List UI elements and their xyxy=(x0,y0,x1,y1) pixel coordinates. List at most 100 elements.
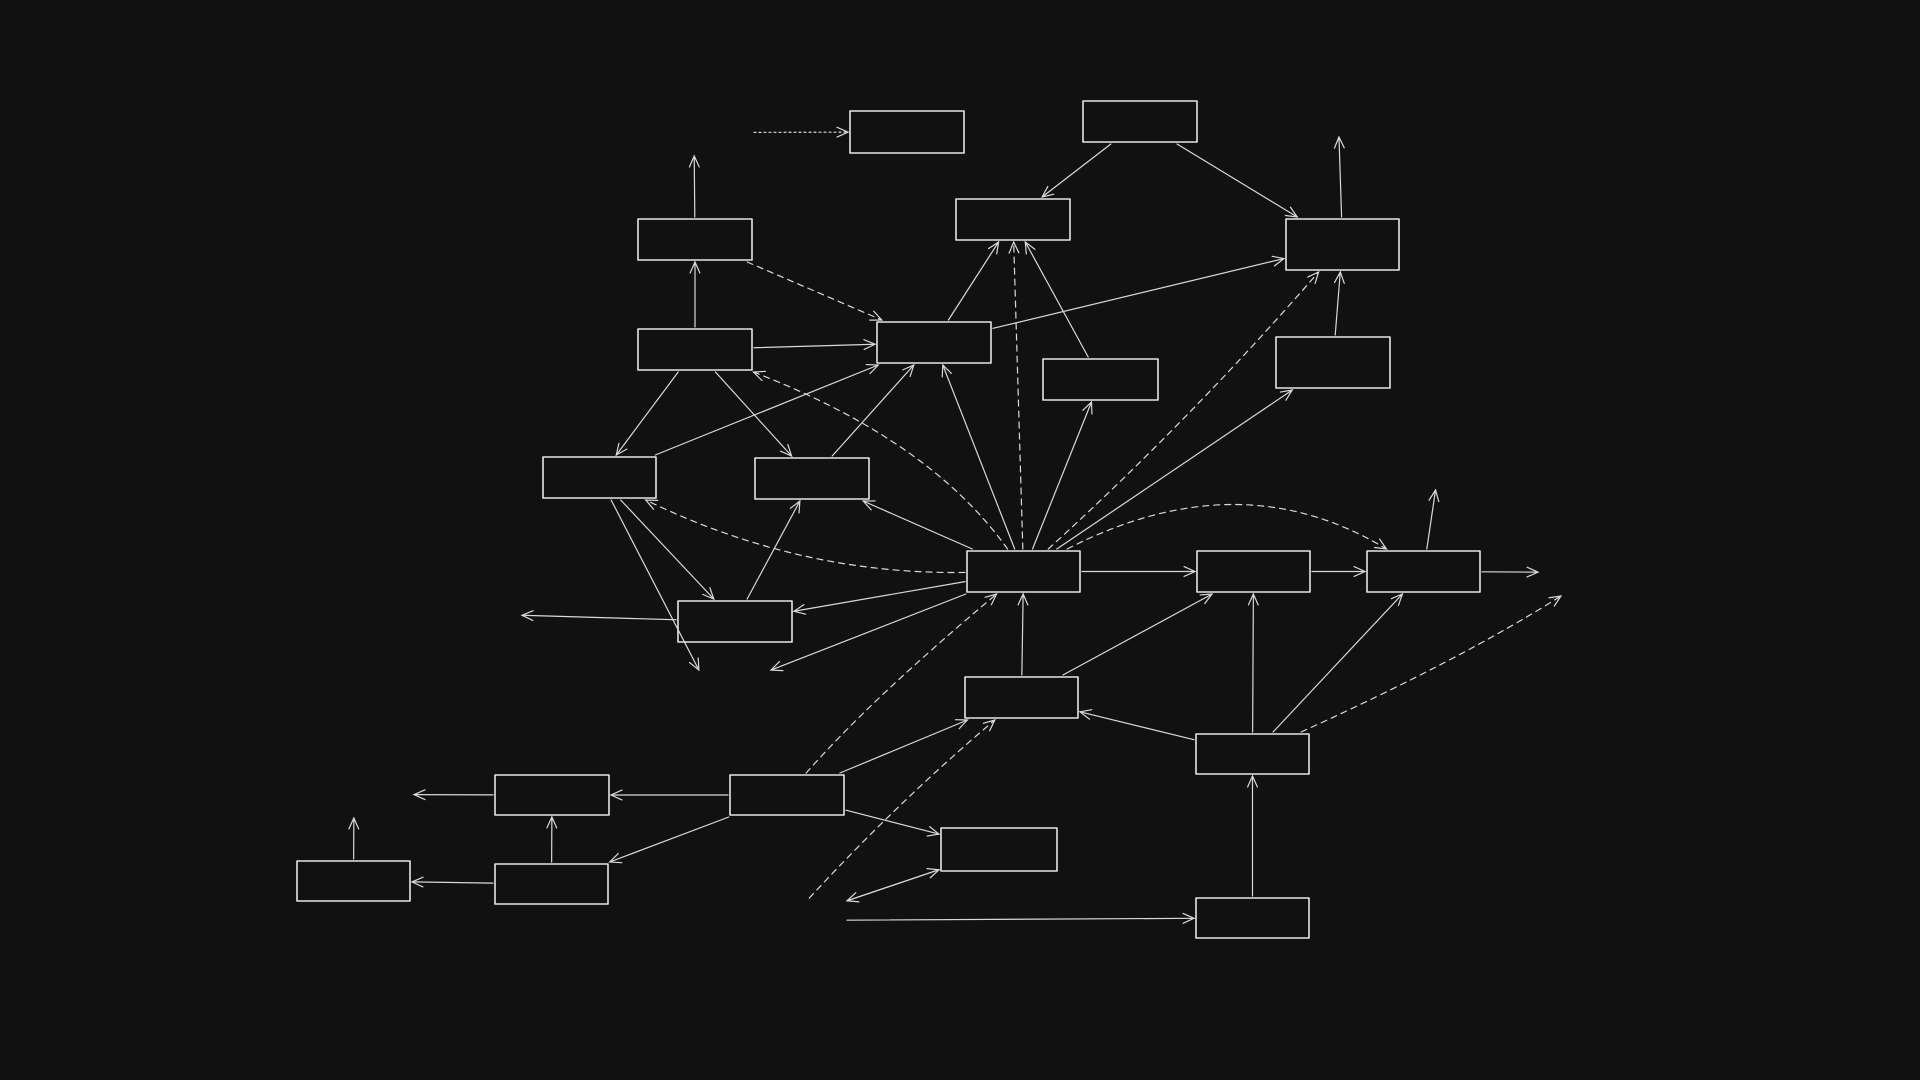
edge-line xyxy=(1079,711,1195,741)
arrowhead-icon xyxy=(941,363,952,378)
nodes-layer xyxy=(296,81,1656,941)
edge-n24-to-n25 xyxy=(1300,595,1563,733)
edge-line xyxy=(620,499,715,600)
node-n20[interactable] xyxy=(964,676,1079,719)
node-n27[interactable] xyxy=(940,827,1058,872)
edge-n8-to-n6 xyxy=(947,240,1000,321)
edge-n24-to-n23 xyxy=(1272,592,1404,733)
edge-n17-to-n11 xyxy=(746,499,801,600)
edge-line xyxy=(1047,271,1320,550)
highlighted-node-n4[interactable] xyxy=(1280,81,1396,135)
edge-n11-to-n8 xyxy=(831,363,915,457)
edge-line xyxy=(1272,593,1404,733)
node-n23[interactable] xyxy=(1366,550,1481,593)
edge-line xyxy=(1334,271,1341,336)
node-n2[interactable] xyxy=(849,110,965,154)
arrowhead-icon xyxy=(987,240,1000,255)
node-n12[interactable] xyxy=(1285,218,1400,271)
node-n29[interactable] xyxy=(494,863,609,905)
arrowhead-icon xyxy=(1284,206,1299,218)
node-n28[interactable] xyxy=(494,774,610,816)
edge-n28-to-n21 xyxy=(412,789,494,801)
arrowhead-icon xyxy=(845,892,860,903)
edge-n15-to-n17 xyxy=(792,581,966,615)
arrowhead-icon xyxy=(520,610,534,622)
edge-line xyxy=(752,371,1009,550)
node-n8[interactable] xyxy=(876,321,992,364)
edge-n5-to-n1 xyxy=(688,154,700,218)
edge-line xyxy=(609,816,730,863)
highlighted-node-n25[interactable] xyxy=(1540,551,1656,594)
arrowhead-icon xyxy=(1307,270,1320,285)
arrowhead-icon xyxy=(1247,774,1258,788)
edge-line xyxy=(1176,143,1298,218)
edge-n15-to-n7 xyxy=(752,370,1009,550)
node-n9[interactable] xyxy=(1042,358,1159,401)
arrowhead-icon xyxy=(1353,566,1367,577)
arrowhead-icon xyxy=(861,500,876,511)
edge-n3-to-n12 xyxy=(1176,143,1299,218)
highlighted-node-n30[interactable] xyxy=(732,900,845,941)
edge-line xyxy=(839,719,968,774)
edge-line xyxy=(862,500,973,550)
highlighted-node-n18[interactable] xyxy=(404,592,520,635)
edge-line xyxy=(1021,593,1024,676)
node-n16[interactable] xyxy=(1196,550,1311,593)
highlighted-node-n19[interactable] xyxy=(653,672,769,715)
arrowhead-icon xyxy=(1526,566,1540,578)
highlighted-node-n14[interactable] xyxy=(1381,445,1497,488)
edge-line xyxy=(1024,241,1089,358)
arrowhead-icon xyxy=(1548,595,1563,607)
edge-n10-to-n17 xyxy=(620,499,715,601)
edge-line xyxy=(1252,593,1254,733)
node-n7[interactable] xyxy=(637,328,753,371)
arrowhead-icon xyxy=(752,370,767,382)
edge-line xyxy=(1066,504,1388,550)
arrowhead-icon xyxy=(1333,135,1345,149)
edge-n9-to-n6 xyxy=(1024,240,1089,358)
node-n5[interactable] xyxy=(637,218,753,261)
edge-n7-to-n11 xyxy=(714,371,793,458)
edge-line xyxy=(714,371,793,457)
highlighted-node-n1[interactable] xyxy=(636,111,752,154)
edge-n15-to-n10 xyxy=(644,499,966,574)
arrowhead-icon xyxy=(865,363,880,375)
edge-n13-to-n12 xyxy=(1333,270,1345,336)
arrowhead-icon xyxy=(982,719,996,732)
arrowhead-icon xyxy=(1082,400,1093,415)
edge-line xyxy=(1062,593,1213,676)
node-n26[interactable] xyxy=(729,774,845,816)
node-n3[interactable] xyxy=(1082,100,1198,143)
edge-line xyxy=(654,364,879,456)
node-n13[interactable] xyxy=(1275,336,1391,389)
edge-line xyxy=(1300,595,1562,733)
edge-n15-to-n13 xyxy=(1056,389,1294,550)
highlighted-node-n21[interactable] xyxy=(296,773,412,816)
arrowhead-icon xyxy=(1271,255,1286,267)
arrowhead-icon xyxy=(348,816,360,830)
highlighted-node-n32[interactable] xyxy=(941,828,1057,871)
arrowhead-icon xyxy=(869,310,884,321)
edge-n7-to-n8 xyxy=(753,339,877,351)
arrowhead-icon xyxy=(1183,566,1197,577)
node-n6[interactable] xyxy=(955,198,1071,241)
edge-n29-to-n22 xyxy=(410,876,494,888)
edge-line xyxy=(1338,136,1343,218)
node-n11[interactable] xyxy=(754,457,870,500)
edge-n23-to-n25 xyxy=(1481,566,1540,578)
edge-n5-to-n8 xyxy=(746,261,884,321)
arrowhead-icon xyxy=(412,789,426,801)
node-n17[interactable] xyxy=(677,600,793,643)
edge-n29-to-n28 xyxy=(546,815,558,863)
node-n24[interactable] xyxy=(1195,733,1310,775)
edge-n7-to-n5 xyxy=(689,260,701,328)
edge-line xyxy=(793,581,966,612)
edge-n22-to-n21 xyxy=(348,816,360,860)
node-n22[interactable] xyxy=(296,860,411,902)
node-n31[interactable] xyxy=(1195,897,1310,939)
edge-n26-to-n20 xyxy=(839,719,969,774)
edge-n10-to-n8 xyxy=(654,363,880,456)
edge-line xyxy=(753,343,876,349)
node-n10[interactable] xyxy=(542,456,657,499)
node-n15[interactable] xyxy=(966,550,1081,593)
